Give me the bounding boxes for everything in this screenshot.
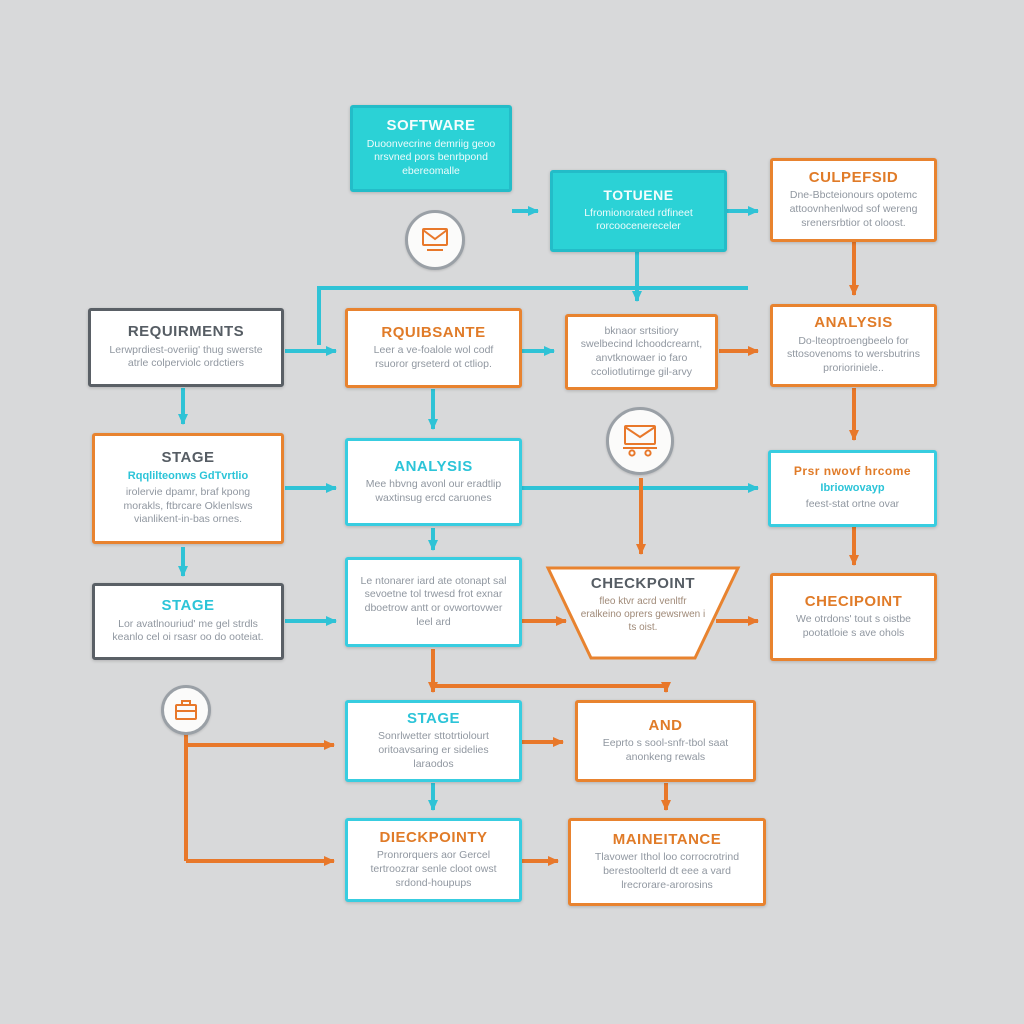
briefcase-icon [175, 700, 197, 720]
briefcase-icon-circle [161, 685, 211, 735]
culpefsid-body: Dne-Bbcteionours opotemc attoovnhenlwod … [789, 189, 918, 229]
stage4-title: STAGE [406, 709, 461, 727]
notes-node: Le ntonarer iard ate otonapt sal sevoetn… [345, 557, 522, 647]
analysis-right-body: Do-lteoptroengbeelo for sttosovenoms to … [786, 334, 921, 375]
rquibsante-title: RQUIBSANTE [381, 323, 486, 341]
rquibsante-body: Leer a ve-foalole wol codf rsuoror grset… [373, 344, 494, 370]
prsr-subtitle: Ibriowovayp [820, 481, 885, 494]
mail-cart-icon-circle [606, 407, 674, 475]
analysis-center-body: Mee hbvng avonl our eradtlip waxtinsug e… [365, 478, 502, 504]
stage1-body: irolervie dpamr, braf kpong morakls, ftb… [123, 485, 253, 526]
stage2-body: Lor avatlnouriud' me gel strdls keanlo c… [112, 617, 264, 644]
prsr-body: feest-stat ortne ovar [805, 497, 900, 510]
stage4-body: Sonrlwetter sttotrtiolourt oritoavsaring… [378, 730, 489, 770]
checipoint-title: CHECIPOINT [804, 592, 903, 610]
stage4-node: STAGE Sonrlwetter sttotrtiolourt oritoav… [345, 700, 522, 782]
mail-icon-circle [405, 210, 465, 270]
software-node: SOFTWARE Duoonvecrine demriig geoo nrsvn… [350, 105, 512, 192]
dieckpointy-body: Pronrorquers aor Gercel tertroozrar senl… [370, 849, 497, 889]
totuene-body: Lfromionorated rdfineet rorcoocenerecele… [584, 206, 693, 233]
envelope-icon [422, 228, 448, 251]
requirments-node: REQUIRMENTS Lerwprdiest-overiig' thug sw… [88, 308, 284, 387]
and-node: AND Eeprto s sool-snfr-tbol saat anonken… [575, 700, 756, 782]
totuene-title: TOTUENE [603, 187, 674, 204]
software-body: Duoonvecrine demriig geoo nrsvned pors b… [366, 137, 496, 178]
totuene-node: TOTUENE Lfromionorated rdfineet rorcooce… [550, 170, 727, 252]
dieckpointy-node: DIECKPOINTY Pronrorquers aor Gercel tert… [345, 818, 522, 902]
analysis-right-title: ANALYSIS [814, 314, 893, 332]
prsr-node: Prsr nwovf hrcome Ibriowovayp feest-stat… [768, 450, 937, 527]
bknaor-note-node: bknaor srtsitiory swelbecind lchoodcrear… [565, 314, 718, 390]
stage1-subtitle: Rqqlilteonws GdTvrtlio [127, 469, 249, 482]
checkpoint-body: fleo ktvr acrd venltfr eralkeino oprers … [580, 596, 706, 633]
software-title: SOFTWARE [386, 117, 476, 135]
analysis-right-node: ANALYSIS Do-lteoptroengbeelo for sttosov… [770, 304, 937, 387]
analysis-center-title: ANALYSIS [394, 457, 473, 475]
maineitance-body: Tlavower Ithol loo corrocrotrind beresto… [594, 851, 740, 891]
notes-body: Le ntonarer iard ate otonapt sal sevoetn… [360, 574, 507, 628]
analysis-center-node: ANALYSIS Mee hbvng avonl our eradtlip wa… [345, 438, 522, 526]
rquibsante-node: RQUIBSANTE Leer a ve-foalole wol codf rs… [345, 308, 522, 388]
culpefsid-title: CULPEFSID [808, 168, 899, 186]
prsr-title: Prsr nwovf hrcome [793, 464, 912, 479]
checkpoint-trapezoid-shape [545, 566, 741, 660]
requirments-title: REQUIRMENTS [127, 323, 245, 341]
stage1-title: STAGE [161, 449, 215, 467]
dieckpointy-title: DIECKPOINTY [379, 828, 488, 846]
checkpoint-node: CHECKPOINT fleo ktvr acrd venltfr eralke… [545, 565, 741, 661]
and-title: AND [648, 716, 683, 734]
and-body: Eeprto s sool-snfr-tbol saat anonkeng re… [602, 737, 729, 763]
requirments-body: Lerwprdiest-overiig' thug swerste atrle … [109, 343, 263, 370]
maineitance-title: MAINEITANCE [612, 830, 722, 848]
checipoint-body: We otrdons' tout s oistbe pootatloie s a… [795, 613, 912, 639]
mail-cart-icon [623, 425, 657, 457]
checkpoint-title: CHECKPOINT [590, 575, 696, 592]
stage1-node: STAGE Rqqlilteonws GdTvrtlio irolervie d… [92, 433, 284, 544]
stage2-node: STAGE Lor avatlnouriud' me gel strdls ke… [92, 583, 284, 660]
maineitance-node: MAINEITANCE Tlavower Ithol loo corrocrot… [568, 818, 766, 906]
bknaor-note-body: bknaor srtsitiory swelbecind lchoodcrear… [580, 324, 703, 378]
stage2-title: STAGE [161, 597, 215, 615]
checipoint-node: CHECIPOINT We otrdons' tout s oistbe poo… [770, 573, 937, 661]
culpefsid-node: CULPEFSID Dne-Bbcteionours opotemc attoo… [770, 158, 937, 242]
